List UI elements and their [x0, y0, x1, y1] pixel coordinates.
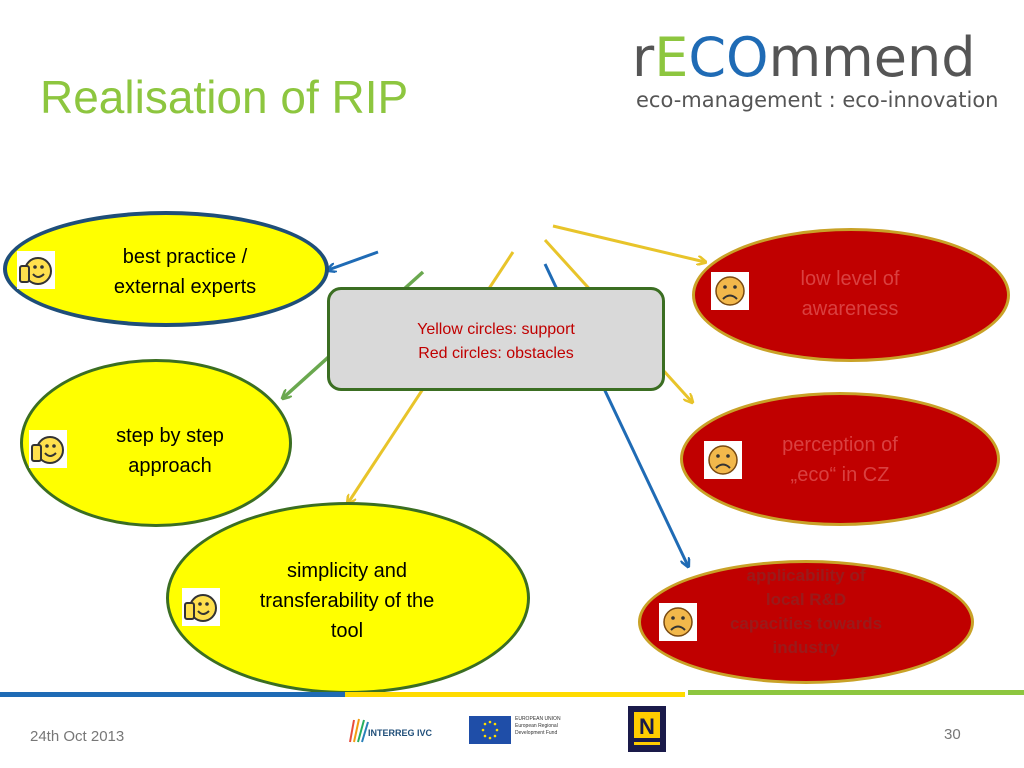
legend-box	[327, 287, 665, 391]
support-label-best-practice: best practice / external experts	[60, 242, 310, 302]
logo-c: C	[688, 26, 727, 89]
region-logo: N	[628, 706, 666, 752]
legend-support: Yellow circles: support	[417, 321, 575, 338]
support-label-line: step by step	[116, 425, 224, 447]
arrow-yellow-to-low-awareness	[552, 224, 705, 262]
support-circle-best-practice	[3, 211, 329, 327]
support-label-step-by-step: step by step approach	[70, 421, 270, 481]
slide-date: 24th Oct 2013	[30, 728, 125, 745]
support-circle-simplicity	[166, 502, 530, 694]
obstacle-label-line: industry	[772, 638, 840, 657]
footer-bar-green	[688, 690, 1024, 695]
footer-bar-blue	[0, 692, 345, 697]
support-label-line: external experts	[113, 276, 257, 298]
logo-tagline: eco-management : eco-innovation	[636, 88, 999, 112]
eu-fund-text: EUROPEAN UNION European Regional Develop…	[515, 716, 561, 736]
legend-obstacles: Red circles: obstacles	[418, 345, 574, 362]
obstacle-label-perception: perception of „eco“ in CZ	[740, 430, 940, 490]
support-label-line: tool	[330, 620, 364, 642]
sad-face-icon	[704, 441, 742, 479]
interreg-logo: INTERREG IVC	[346, 716, 436, 748]
eu-flag-icon	[469, 716, 511, 744]
sad-face-icon	[711, 272, 749, 310]
obstacle-label-line: local R&D	[765, 590, 847, 609]
arrow-blue-to-best-practice	[328, 250, 379, 270]
legend-text: Yellow circles: support Red circles: obs…	[327, 318, 665, 366]
thumbs-up-icon	[182, 588, 220, 626]
slide-title: Realisation of RIP	[40, 71, 409, 123]
obstacle-label-applicability: applicability of local R&D capacities to…	[700, 564, 912, 660]
support-label-simplicity: simplicity and transferability of the to…	[221, 556, 473, 646]
logo-o: O	[726, 26, 769, 89]
footer-bar-yellow	[345, 692, 685, 697]
support-label-line: simplicity and	[286, 560, 408, 582]
interreg-label: INTERREG IVC	[368, 728, 433, 738]
recommend-logo: rECOmmend	[632, 28, 976, 88]
obstacle-label-line: capacities towards	[729, 614, 883, 633]
thumbs-up-icon	[29, 430, 67, 468]
sad-face-icon	[659, 603, 697, 641]
obstacle-label-line: awareness	[801, 298, 899, 320]
support-label-line: approach	[128, 455, 212, 477]
page-number: 30	[944, 726, 961, 743]
obstacle-label-line: low level of	[800, 268, 900, 290]
obstacle-label-line: „eco“ in CZ	[790, 464, 890, 486]
obstacle-label-line: applicability of	[746, 566, 866, 585]
logo-r: r	[632, 26, 655, 89]
logo-mmend: mmend	[768, 26, 976, 89]
obstacle-label-low-awareness: low level of awareness	[750, 264, 950, 324]
support-label-line: best practice /	[122, 246, 248, 268]
obstacle-label-line: perception of	[782, 434, 898, 456]
support-label-line: transferability of the	[259, 590, 435, 612]
svg-text:N: N	[639, 714, 655, 739]
logo-e: E	[654, 26, 689, 89]
thumbs-up-icon	[17, 251, 55, 289]
